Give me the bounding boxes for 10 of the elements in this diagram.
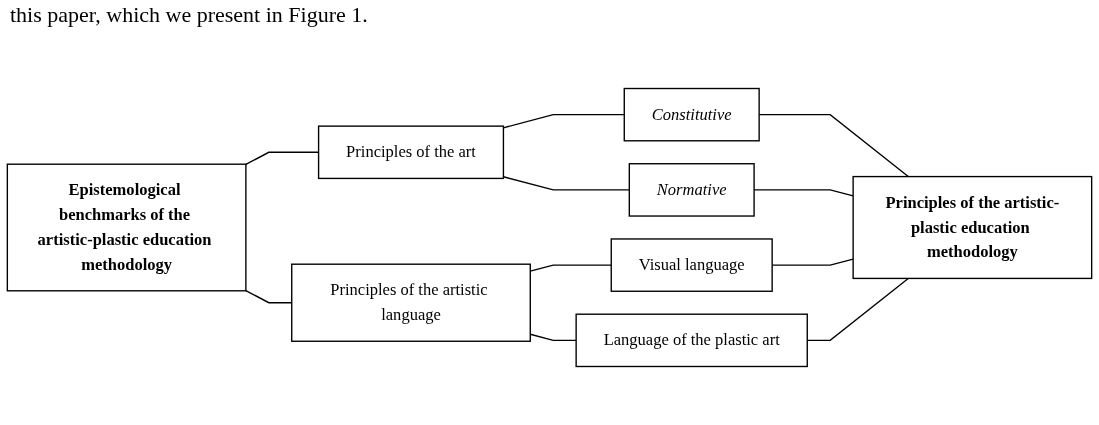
node-box: Normative [628,163,755,217]
node-box: Constitutive [623,87,760,142]
node-box: Epistemological benchmarks of the artistic-plastic education methodology [6,163,247,292]
node-box: Visual language [610,238,773,292]
note-text: this paper, which we present in Figure 1. [9,1,369,29]
node-box: Language of the plastic art [575,313,808,368]
connector [502,176,630,191]
node-box: Principles of the art [317,125,505,180]
node-box: Principles of the artistic language [291,263,531,342]
node-box: Principles of the artistic-plastic education methodology [852,175,1093,280]
